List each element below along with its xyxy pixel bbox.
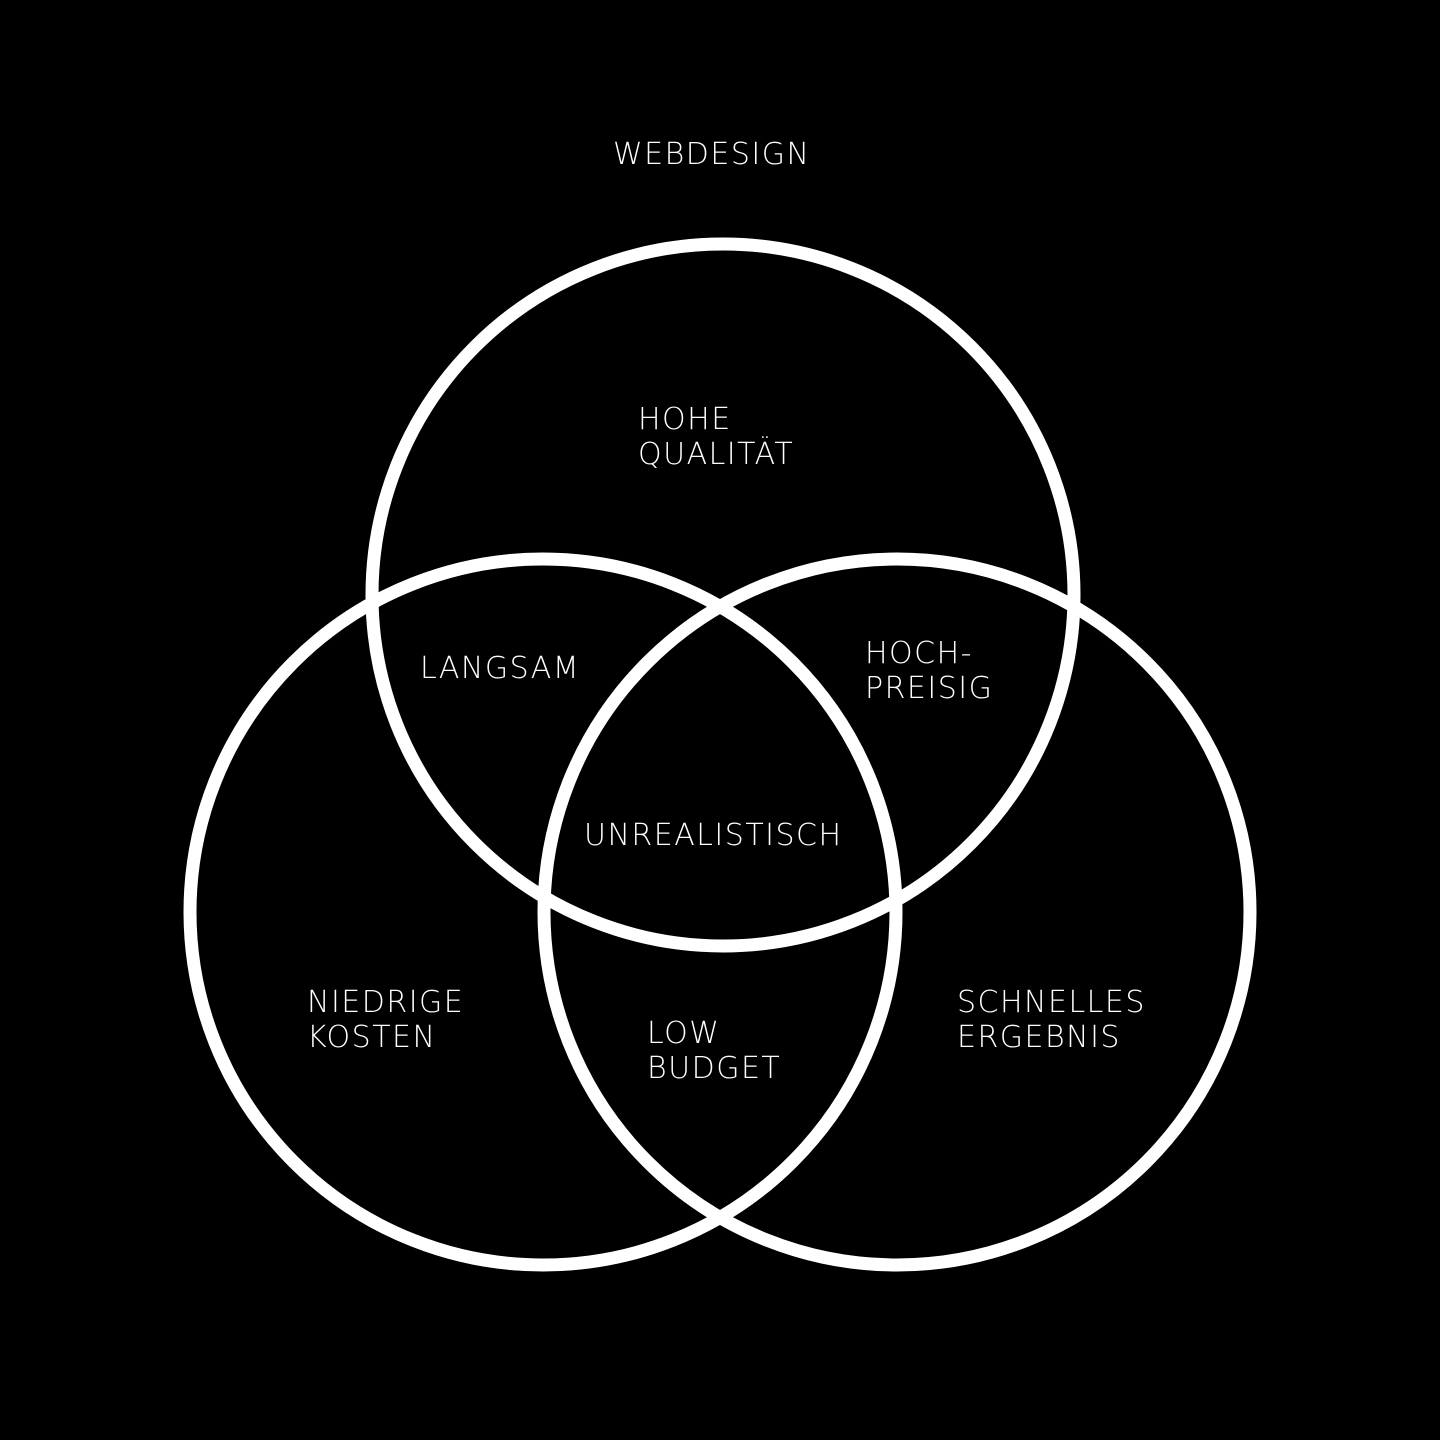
label-line: ERGEBNIS <box>957 1020 1121 1055</box>
label-line: SCHNELLES <box>957 985 1146 1020</box>
label-line: KOSTEN <box>307 1020 437 1055</box>
circle-cost <box>183 552 903 1272</box>
label-cost: NIEDRIGE KOSTEN <box>307 985 464 1055</box>
label-line: HOCH- <box>865 636 974 671</box>
label-line: NIEDRIGE <box>307 985 465 1020</box>
label-low-budget: LOW BUDGET <box>647 1016 781 1086</box>
label-line: PREISIG <box>865 671 994 706</box>
label-slow: LANGSAM <box>420 651 581 686</box>
label-line: QUALITÄT <box>638 437 795 472</box>
circle-speed <box>537 552 1257 1272</box>
label-line: LOW <box>647 1016 721 1051</box>
circle-quality <box>365 237 1081 953</box>
label-line: BUDGET <box>647 1051 782 1086</box>
label-expensive: HOCH- PREISIG <box>865 636 993 706</box>
label-unrealistic: UNREALISTISCH <box>584 818 843 853</box>
label-line: HOHE <box>638 402 732 437</box>
diagram-title: WEBDESIGN <box>613 137 811 172</box>
label-quality: HOHE QUALITÄT <box>638 402 794 472</box>
label-speed: SCHNELLES ERGEBNIS <box>957 985 1146 1055</box>
